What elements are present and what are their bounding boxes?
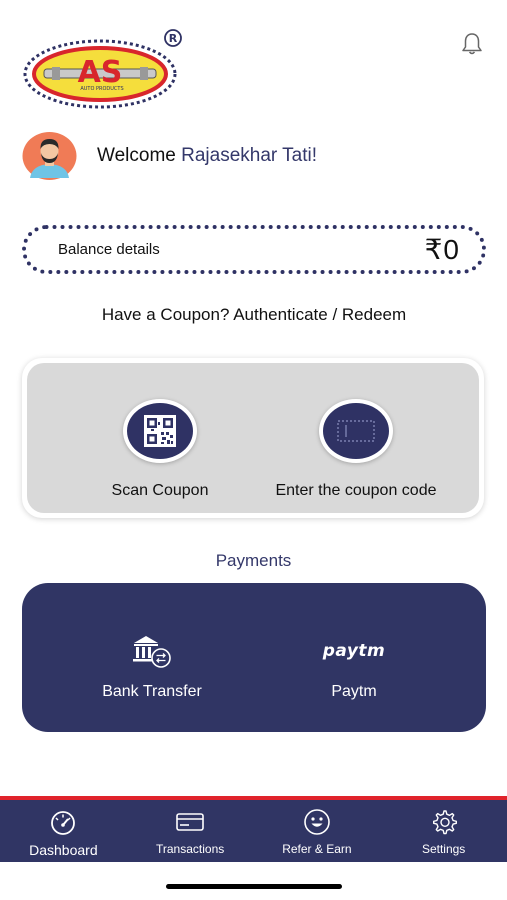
coupon-code-icon	[319, 399, 393, 463]
gear-icon	[430, 808, 458, 836]
user-avatar-icon	[22, 132, 77, 180]
smiley-icon	[303, 808, 331, 836]
logo-text: AS	[78, 55, 123, 90]
registered-mark: R	[163, 28, 183, 48]
balance-details-card[interactable]: Balance details ₹0	[22, 225, 486, 274]
logo-subtext: AUTO PRODUCTS	[80, 86, 123, 92]
tab-label-refer-earn: Refer & Earn	[282, 842, 352, 856]
tab-label-settings: Settings	[421, 842, 466, 856]
card-icon	[175, 808, 205, 836]
paytm-logo: paytm	[264, 631, 444, 671]
home-indicator[interactable]	[166, 884, 342, 889]
bell-icon[interactable]	[459, 31, 485, 57]
welcome-greeting: Welcome	[97, 145, 182, 166]
coupon-card-inner: Scan Coupon Enter the coupon code	[27, 363, 479, 513]
balance-label: Balance details	[58, 241, 160, 258]
welcome-message: Welcome Rajasekhar Tati!	[97, 145, 317, 167]
bank-transfer-icon	[62, 631, 242, 671]
paytm-button[interactable]: paytm Paytm	[264, 631, 444, 701]
enter-coupon-label: Enter the coupon code	[275, 482, 437, 499]
paytm-label: Paytm	[331, 683, 377, 700]
tab-refer-earn[interactable]: Refer & Earn	[254, 800, 381, 862]
tabbar-accent-line	[0, 796, 507, 800]
payments-heading: Payments	[215, 551, 292, 570]
qr-code-icon	[123, 399, 197, 463]
coupon-heading: Have a Coupon? Authenticate / Redeem	[101, 305, 407, 324]
tab-label-dashboard: Dashboard	[29, 842, 98, 858]
paytm-logo-text: paytm	[322, 641, 386, 661]
bottom-tab-bar: Dashboard Transactions Refer & Earn	[0, 800, 507, 862]
speedometer-icon	[48, 808, 78, 836]
tab-label-transactions: Transactions	[156, 842, 225, 856]
bank-transfer-label: Bank Transfer	[102, 683, 202, 700]
welcome-row: Welcome Rajasekhar Tati!	[22, 132, 317, 180]
brand-logo: AS AUTO PRODUCTS	[22, 38, 178, 110]
svg-text:R: R	[169, 32, 178, 45]
scan-coupon-button[interactable]: Scan Coupon	[75, 399, 245, 501]
tab-dashboard[interactable]: Dashboard	[0, 800, 127, 862]
tab-settings[interactable]: Settings	[380, 800, 507, 862]
bank-transfer-button[interactable]: Bank Transfer	[62, 631, 242, 701]
payments-card: Bank Transfer paytm Paytm	[22, 583, 486, 732]
balance-amount: ₹0	[424, 234, 460, 265]
enter-coupon-code-button[interactable]: Enter the coupon code	[271, 399, 441, 501]
welcome-user-name: Rajasekhar Tati!	[181, 145, 318, 166]
coupon-card: Scan Coupon Enter the coupon code	[22, 358, 484, 518]
tab-transactions[interactable]: Transactions	[127, 800, 254, 862]
scan-coupon-label: Scan Coupon	[111, 482, 209, 499]
